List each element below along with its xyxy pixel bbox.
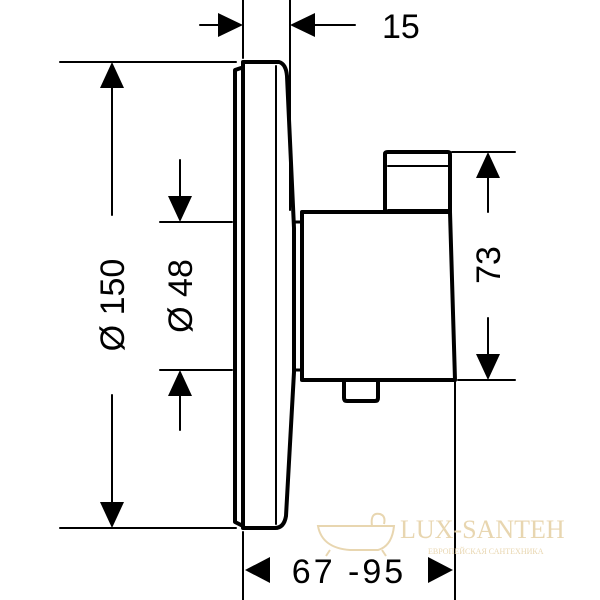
arrow-left-icon: [290, 13, 315, 37]
arrow-down-icon: [476, 354, 500, 380]
arrow-up-icon: [100, 62, 124, 88]
arrow-up-icon: [476, 152, 500, 178]
watermark-brand: LUX-SANTEH: [400, 515, 565, 544]
dim-installation-depth: 67 -95: [292, 553, 406, 591]
arrowheads: [100, 13, 500, 583]
watermark-tagline: ЕВРОПЕЙСКАЯ САНТЕХНИКА: [428, 547, 544, 556]
arrow-up-icon: [168, 370, 192, 396]
thermostat-body: [300, 150, 457, 403]
arrow-down-icon: [100, 502, 124, 528]
bathtub-logo-icon: [316, 512, 396, 557]
arrow-right-icon: [218, 13, 243, 37]
arrow-right-icon: [428, 557, 453, 583]
arrow-down-icon: [168, 196, 192, 222]
dim-plate-diameter: Ø 150: [94, 259, 132, 352]
extension-lines: [59, 0, 516, 600]
arrow-left-icon: [245, 557, 270, 583]
watermark: LUX-SANTEH ЕВРОПЕЙСКАЯ САНТЕХНИКА: [316, 512, 565, 557]
dim-cutout-diameter: Ø 48: [162, 259, 200, 333]
dim-plate-depth: 15: [382, 8, 420, 46]
cover-plate: [233, 60, 296, 530]
dim-body-height: 73: [470, 246, 508, 284]
